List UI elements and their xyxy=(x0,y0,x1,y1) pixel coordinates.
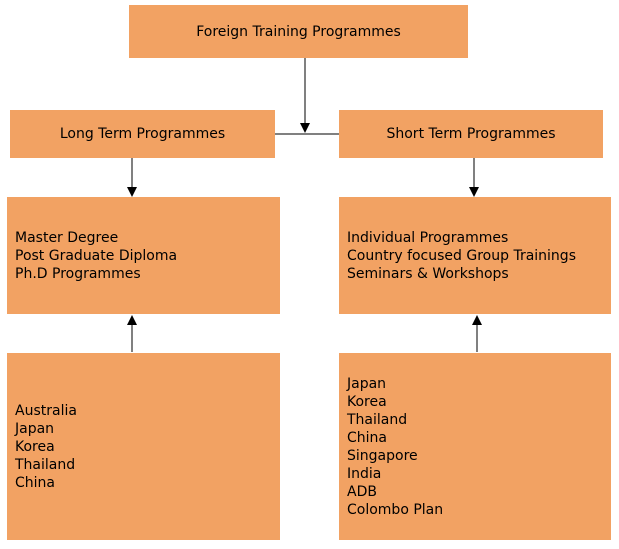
list-item: Japan xyxy=(15,420,55,437)
list-item: China xyxy=(15,474,55,491)
list-item: Country focused Group Trainings xyxy=(347,247,576,264)
list-item: Korea xyxy=(347,393,387,410)
list-item: Master Degree xyxy=(15,229,119,246)
list-item: Post Graduate Diploma xyxy=(15,247,178,264)
list-item: Ph.D Programmes xyxy=(15,265,141,282)
list-item: China xyxy=(347,429,387,446)
list-item: Australia xyxy=(15,402,77,419)
list-item: Singapore xyxy=(347,447,418,464)
list-item: Colombo Plan xyxy=(347,501,444,518)
list-item: Individual Programmes xyxy=(347,229,509,246)
short-term-programmes-node: Individual Programmes Country focused Gr… xyxy=(339,197,611,314)
list-item: Thailand xyxy=(15,456,76,473)
list-item: Seminars & Workshops xyxy=(347,265,509,282)
list-item: Japan xyxy=(347,375,387,392)
long-term-programmes-node: Master Degree Post Graduate Diploma Ph.D… xyxy=(7,197,280,314)
root-node-label: Foreign Training Programmes xyxy=(196,23,401,40)
list-item: Thailand xyxy=(347,411,408,428)
long-term-countries-node: Australia Japan Korea Thailand China xyxy=(7,353,280,540)
root-node: Foreign Training Programmes xyxy=(129,5,468,58)
short-term-label: Short Term Programmes xyxy=(386,126,556,142)
list-item: India xyxy=(347,465,382,482)
long-term-node: Long Term Programmes xyxy=(10,110,275,158)
list-item: Korea xyxy=(15,438,55,455)
long-term-label: Long Term Programmes xyxy=(59,126,226,142)
list-item: ADB xyxy=(347,483,377,500)
short-term-countries-node: Japan Korea Thailand China Singapore Ind… xyxy=(339,353,611,540)
short-term-node: Short Term Programmes xyxy=(339,110,603,158)
